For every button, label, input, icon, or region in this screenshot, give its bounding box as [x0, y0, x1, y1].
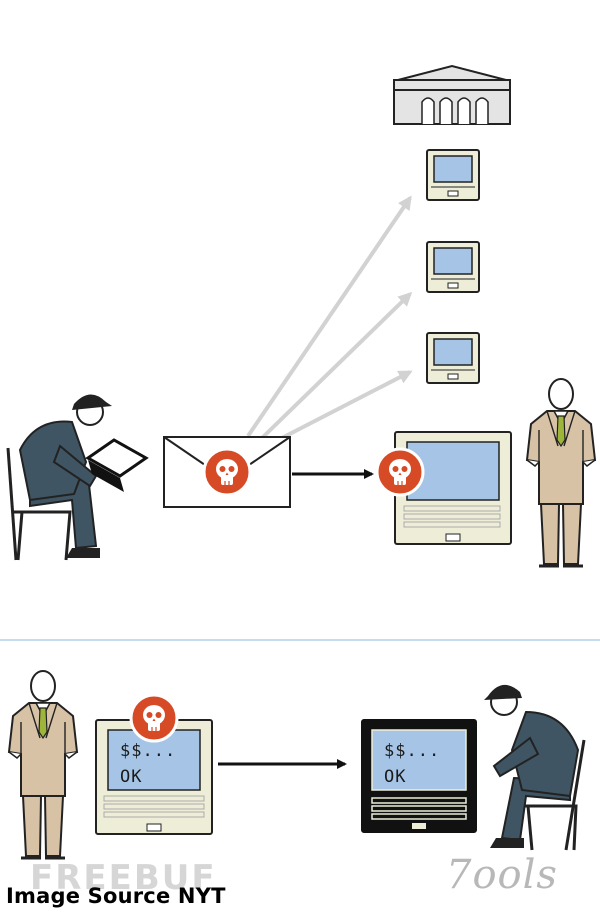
teller-screen-line1: $$... [120, 741, 177, 761]
spread-arrows [246, 195, 413, 442]
bank-teller-figure [7, 669, 79, 860]
terminal-2-icon [426, 241, 480, 293]
terminal-3-icon [426, 332, 480, 384]
teller-skull-icon [129, 693, 179, 743]
government-building-icon [393, 64, 511, 125]
envelope-skull-icon [202, 447, 252, 497]
infected-computer-icon [95, 719, 213, 835]
bank-official-figure [525, 377, 597, 568]
watermark-freebuf: FREEBUF [30, 858, 217, 898]
hacker-figure [6, 394, 149, 561]
terminal-1-icon [426, 149, 480, 201]
teller-screen-line2: OK [120, 767, 143, 787]
hacker-receiver-figure [484, 684, 586, 851]
hacker-screen-line1: $$... [384, 741, 441, 761]
watermark-7ools: 7ools [446, 852, 558, 898]
hacker-screen-line2: OK [384, 767, 407, 787]
computer-skull-icon [375, 447, 425, 497]
image-caption: Image Source NYT [6, 884, 226, 908]
hacker-screen-text: $$... OK [384, 738, 440, 790]
teller-screen-text: $$... OK [120, 738, 176, 790]
hacker-computer-icon [361, 719, 477, 833]
